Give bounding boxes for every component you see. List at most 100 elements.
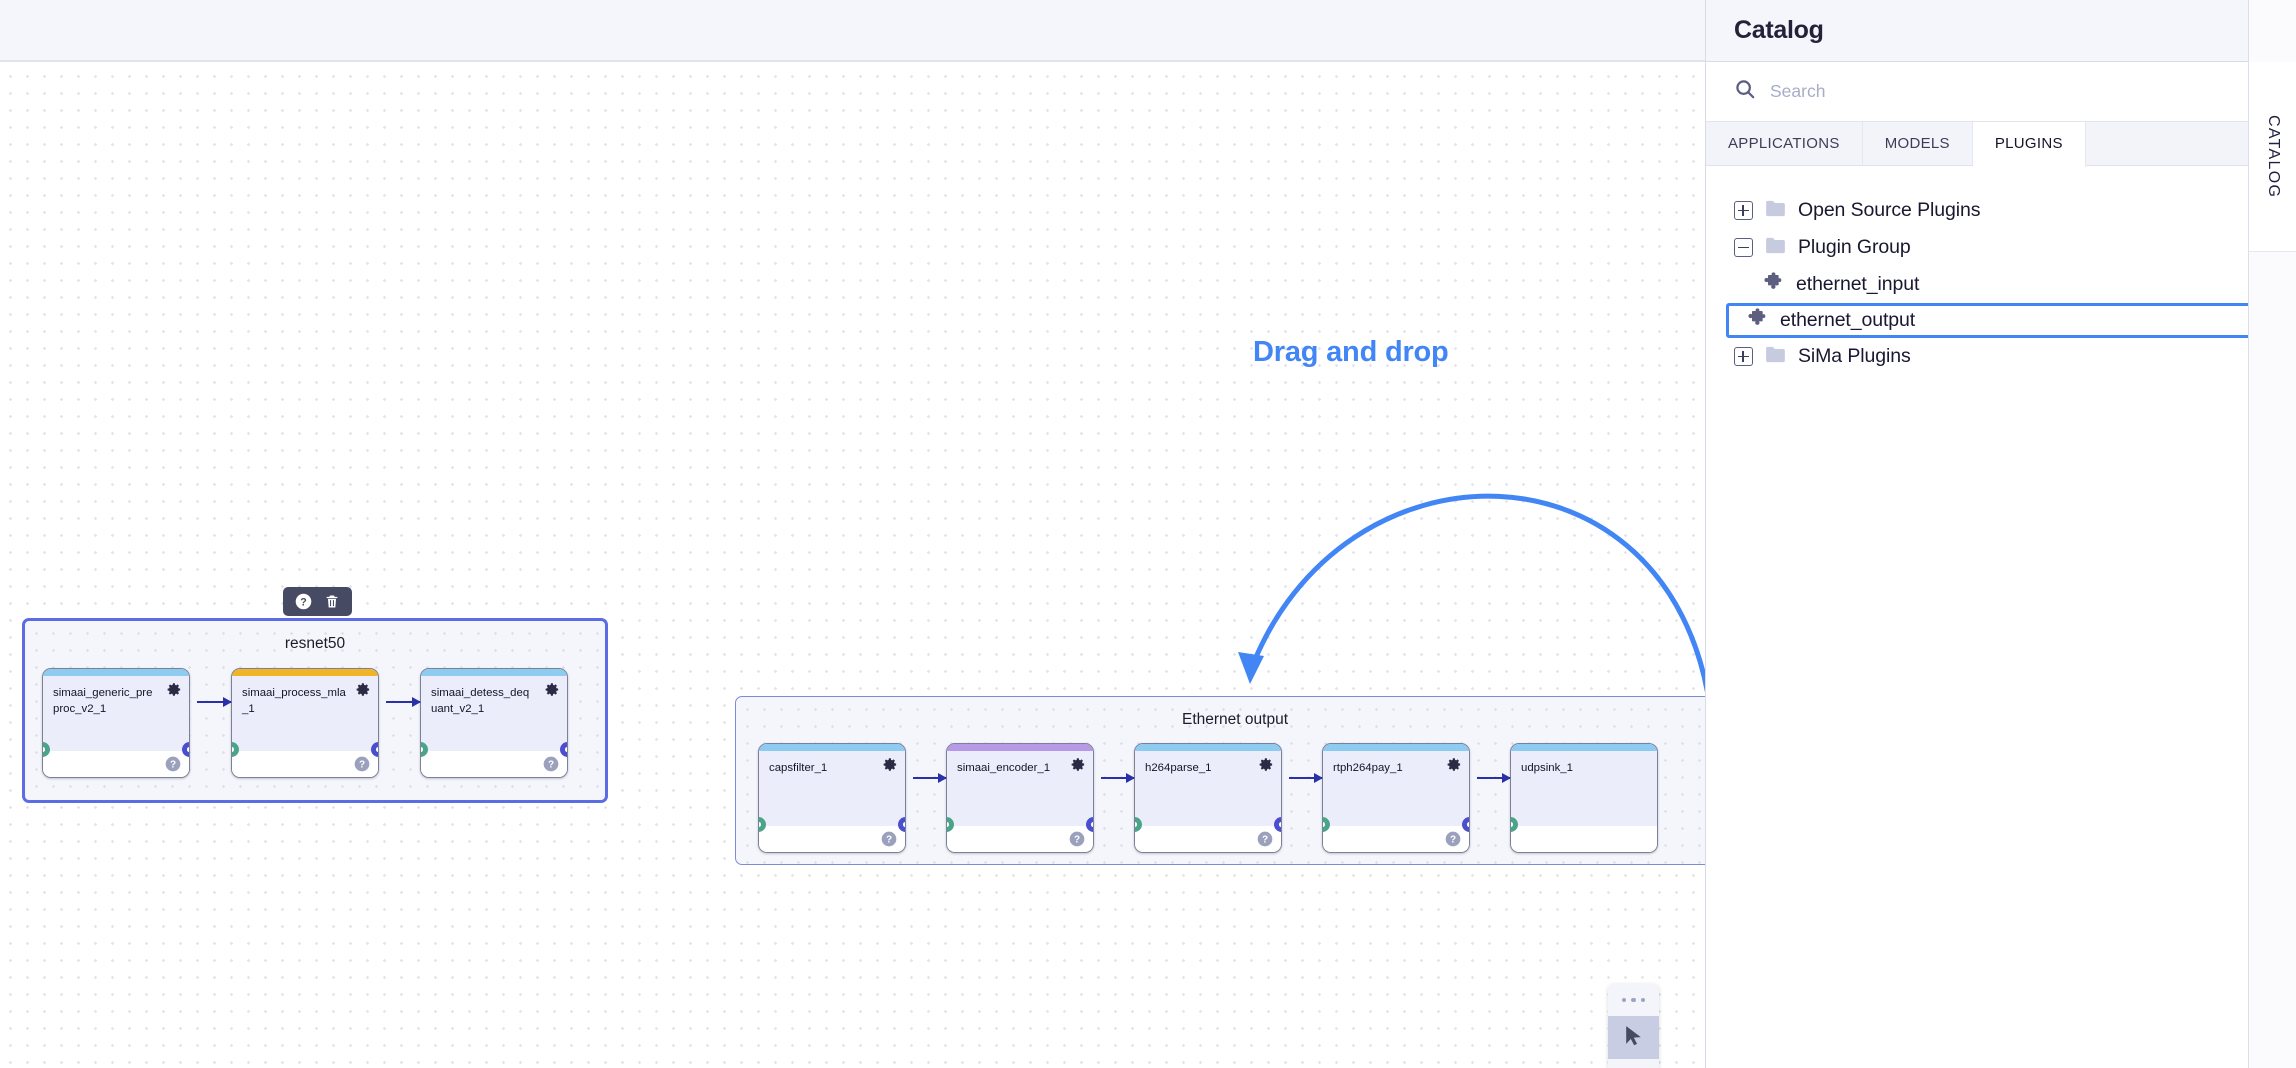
output-port[interactable] [1274, 817, 1281, 832]
svg-text:?: ? [1262, 834, 1268, 845]
node-body: simaai_process_mla_1 [232, 676, 378, 751]
input-port[interactable] [232, 742, 239, 757]
svg-text:?: ? [548, 759, 554, 770]
node-body: simaai_detess_dequant_v2_1 [421, 676, 567, 751]
drag-dots-handle[interactable] [1608, 984, 1659, 1016]
connect-tool-button[interactable] [1608, 1059, 1659, 1068]
tree-item-label: SiMa Plugins [1798, 345, 1911, 367]
plugin-tree: Open Source Plugins Plugin Group etherne… [1706, 166, 2296, 375]
input-port[interactable] [1135, 817, 1142, 832]
node-group-ethernet-output[interactable]: Ethernet output capsfilter_1 ? simaai_en… [735, 696, 1705, 865]
node-footer: ? [1323, 826, 1469, 852]
tab-applications[interactable]: APPLICATIONS [1706, 122, 1863, 165]
node-udpsink[interactable]: udpsink_1 [1510, 743, 1658, 853]
tree-row-ethernet-output[interactable]: ethernet_output [1726, 303, 2296, 338]
gear-icon[interactable] [1447, 757, 1462, 777]
output-port[interactable] [182, 742, 189, 757]
node-type-bar [421, 669, 567, 676]
canvas-tool-dock[interactable] [1608, 984, 1659, 1068]
node-label: udpsink_1 [1521, 762, 1573, 774]
output-port[interactable] [371, 742, 378, 757]
node-rtph264pay[interactable]: rtph264pay_1 ? [1322, 743, 1470, 853]
tree-item-label: Plugin Group [1798, 236, 1911, 258]
input-port[interactable] [1323, 817, 1330, 832]
gear-icon[interactable] [1071, 757, 1086, 777]
folder-icon [1765, 237, 1786, 259]
help-icon[interactable]: ? [1445, 831, 1461, 852]
group-title: resnet50 [284, 635, 346, 652]
catalog-search-row[interactable] [1706, 62, 2296, 122]
node-simaai-detess-dequant[interactable]: simaai_detess_dequant_v2_1 ? [420, 668, 568, 778]
help-icon[interactable]: ? [1257, 831, 1273, 852]
input-port[interactable] [1511, 817, 1518, 832]
search-input[interactable] [1770, 81, 2296, 102]
gear-icon[interactable] [883, 757, 898, 777]
tab-plugins[interactable]: PLUGINS [1972, 122, 2086, 167]
gear-icon[interactable] [167, 682, 182, 702]
input-port[interactable] [43, 742, 50, 757]
node-body: udpsink_1 [1511, 751, 1657, 826]
top-bar [0, 0, 1705, 62]
puzzle-piece-icon [1763, 272, 1784, 297]
tree-item-label: ethernet_output [1780, 309, 1916, 331]
catalog-side-tab[interactable]: CATALOG [2249, 62, 2296, 252]
node-capsfilter[interactable]: capsfilter_1 ? [758, 743, 906, 853]
output-port[interactable] [898, 817, 905, 832]
collapse-minus-icon[interactable] [1734, 238, 1753, 257]
gear-icon[interactable] [356, 682, 371, 702]
node-type-bar [759, 744, 905, 751]
output-port[interactable] [1086, 817, 1093, 832]
group-toolbar[interactable]: ? [283, 587, 352, 616]
catalog-panel: Catalog APPLICATIONS MODELS PLUGINS [1705, 0, 2296, 1068]
node-simaai-process-mla[interactable]: simaai_process_mla_1 ? [231, 668, 379, 778]
tab-models[interactable]: MODELS [1863, 122, 1973, 165]
tree-row-ethernet-input[interactable]: ethernet_input [1706, 266, 2296, 303]
gear-icon[interactable] [545, 682, 560, 702]
node-label: rtph264pay_1 [1333, 762, 1403, 774]
drag-and-drop-arrow-icon [1238, 493, 1705, 694]
help-icon[interactable]: ? [165, 756, 181, 777]
node-type-bar [1511, 744, 1657, 751]
question-circle-icon[interactable]: ? [295, 593, 312, 610]
help-icon[interactable]: ? [354, 756, 370, 777]
node-simaai-generic-preproc[interactable]: simaai_generic_preproc_v2_1 ? [42, 668, 190, 778]
node-body: capsfilter_1 [759, 751, 905, 826]
help-icon[interactable]: ? [881, 831, 897, 852]
panel-title: Catalog [1734, 16, 1824, 44]
tree-row-open-source-plugins[interactable]: Open Source Plugins [1706, 192, 2296, 229]
expand-plus-icon[interactable] [1734, 347, 1753, 366]
node-footer: ? [232, 751, 378, 777]
svg-text:?: ? [170, 759, 176, 770]
expand-plus-icon[interactable] [1734, 201, 1753, 220]
node-footer: ? [421, 751, 567, 777]
catalog-tabs[interactable]: APPLICATIONS MODELS PLUGINS [1706, 122, 2296, 167]
node-group-resnet50[interactable]: resnet50 simaai_generic_preproc_v2_1 ? s… [22, 618, 608, 803]
input-port[interactable] [421, 742, 428, 757]
node-footer: ? [759, 826, 905, 852]
input-port[interactable] [947, 817, 954, 832]
node-body: simaai_encoder_1 [947, 751, 1093, 826]
output-port[interactable] [560, 742, 567, 757]
input-port[interactable] [759, 817, 766, 832]
help-icon[interactable]: ? [1069, 831, 1085, 852]
node-label: simaai_encoder_1 [957, 762, 1051, 774]
node-body: simaai_generic_preproc_v2_1 [43, 676, 189, 751]
trash-icon[interactable] [324, 593, 340, 610]
node-type-bar [232, 669, 378, 676]
edge-connector [1289, 772, 1323, 783]
output-port[interactable] [1462, 817, 1469, 832]
tree-row-sima-plugins[interactable]: SiMa Plugins [1706, 338, 2296, 375]
edge-connector [913, 772, 947, 783]
node-footer: ? [947, 826, 1093, 852]
flow-canvas[interactable]: Drag and drop ? resnet50 simaai_generic_… [0, 62, 1705, 1068]
tree-row-plugin-group[interactable]: Plugin Group [1706, 229, 2296, 266]
svg-text:?: ? [300, 596, 306, 608]
help-icon[interactable]: ? [543, 756, 559, 777]
node-h264parse[interactable]: h264parse_1 ? [1134, 743, 1282, 853]
gear-icon[interactable] [1259, 757, 1274, 777]
svg-text:?: ? [886, 834, 892, 845]
node-body: rtph264pay_1 [1323, 751, 1469, 826]
select-tool-button[interactable] [1608, 1016, 1659, 1059]
node-footer: ? [43, 751, 189, 777]
node-simaai-encoder[interactable]: simaai_encoder_1 ? [946, 743, 1094, 853]
